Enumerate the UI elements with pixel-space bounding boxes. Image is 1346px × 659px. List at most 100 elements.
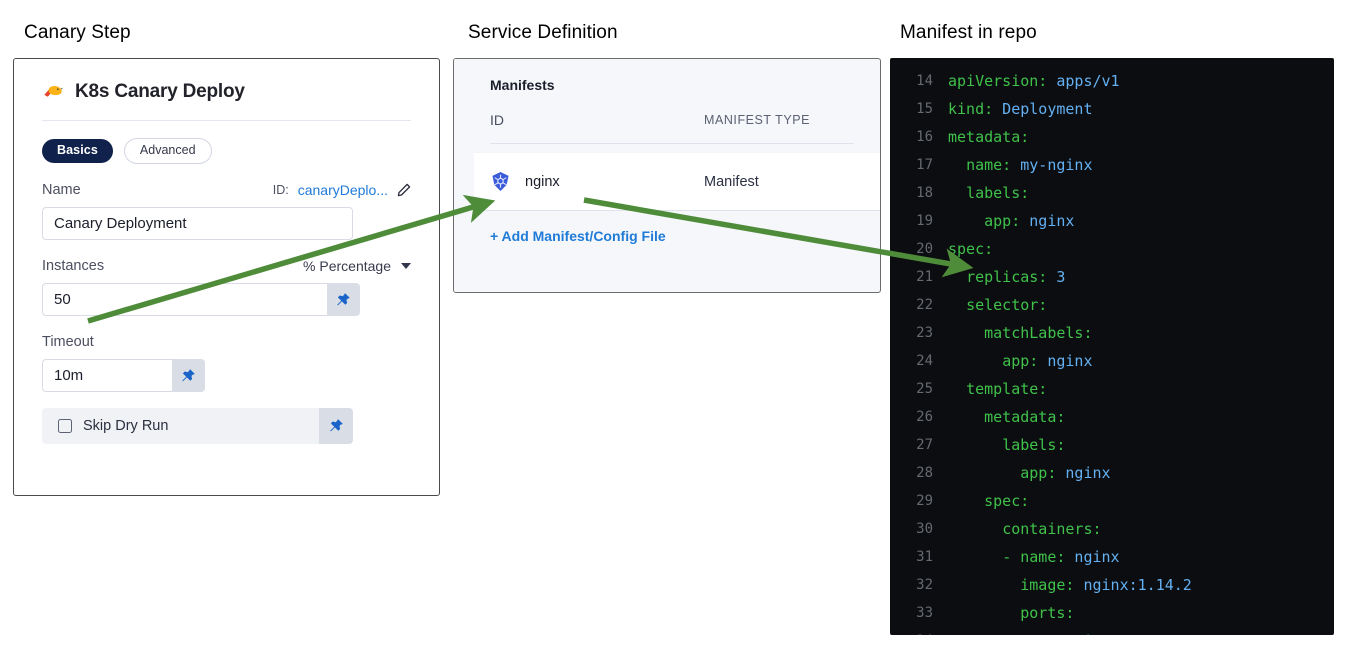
code-line: 33 ports: xyxy=(890,599,1334,627)
code-text: containers: xyxy=(948,515,1102,543)
code-text: app: nginx xyxy=(948,207,1074,235)
column-header-id: ID xyxy=(490,112,504,128)
tab-basics[interactable]: Basics xyxy=(42,139,113,163)
code-indent xyxy=(948,184,966,202)
code-value: nginx xyxy=(1065,548,1120,566)
code-line: 19 app: nginx xyxy=(890,207,1334,235)
code-line: 25 template: xyxy=(890,375,1334,403)
code-line: 30 containers: xyxy=(890,515,1334,543)
instances-input-row: 50 xyxy=(42,282,411,316)
code-line: 32 image: nginx:1.14.2 xyxy=(890,571,1334,599)
pin-icon xyxy=(329,419,343,432)
name-input[interactable]: Canary Deployment xyxy=(42,206,353,240)
identifier-group: ID: canaryDeplo... xyxy=(273,182,411,198)
id-prefix-label: ID: xyxy=(272,182,289,197)
add-manifest-link[interactable]: + Add Manifest/Config File xyxy=(490,228,666,244)
skip-dry-run-control[interactable]: Skip Dry Run xyxy=(42,418,319,434)
code-value: 3 xyxy=(1047,268,1066,286)
code-indent xyxy=(948,604,1020,622)
timeout-input-row: 10m xyxy=(42,358,411,392)
line-number: 15 xyxy=(916,101,933,117)
line-number: 32 xyxy=(916,577,933,593)
tab-group: Basics Advanced xyxy=(42,138,411,164)
manifest-type-cell: Manifest xyxy=(704,173,759,190)
pencil-icon[interactable] xyxy=(397,183,411,197)
code-value: nginx xyxy=(1056,464,1111,482)
code-value: Deployment xyxy=(993,100,1093,118)
code-value: nginx xyxy=(1020,212,1075,230)
instances-unit-dropdown[interactable]: % Percentage xyxy=(303,258,411,274)
code-line: 31 - name: nginx xyxy=(890,543,1334,571)
skip-dry-run-checkbox[interactable] xyxy=(58,418,72,433)
line-number: 21 xyxy=(916,269,933,285)
code-indent xyxy=(948,632,1020,635)
table-header-divider xyxy=(490,143,854,144)
instances-input[interactable]: 50 xyxy=(42,282,327,316)
step-header: K8s Canary Deploy xyxy=(42,81,411,103)
line-number: 14 xyxy=(916,73,933,89)
code-indent xyxy=(948,212,984,230)
line-number: 31 xyxy=(916,549,933,565)
line-number: 22 xyxy=(916,297,933,313)
service-left-gutter xyxy=(454,59,474,292)
code-line: 23 matchLabels: xyxy=(890,319,1334,347)
instances-label-row: Instances % Percentage xyxy=(42,254,411,278)
code-indent xyxy=(948,156,966,174)
line-number: 29 xyxy=(916,493,933,509)
code-text: labels: xyxy=(948,431,1065,459)
manifest-id-text: nginx xyxy=(525,173,560,190)
code-indent xyxy=(948,492,984,510)
skip-dry-run-pin-button[interactable] xyxy=(319,407,353,444)
line-number: 30 xyxy=(916,521,933,537)
code-value: nginx xyxy=(1038,352,1093,370)
code-value: 80 xyxy=(1165,632,1192,635)
instances-unit-label: % Percentage xyxy=(303,257,391,274)
code-text: replicas: 3 xyxy=(948,263,1065,291)
code-key: apiVersion: xyxy=(948,72,1048,90)
chevron-down-icon xyxy=(401,262,411,269)
code-text: image: nginx:1.14.2 xyxy=(948,571,1192,599)
code-value: apps/v1 xyxy=(1047,72,1120,90)
manifest-id-cell: nginx xyxy=(490,171,704,192)
line-number: 19 xyxy=(916,213,933,229)
skip-dry-run-row[interactable]: Skip Dry Run xyxy=(42,407,353,444)
code-text: selector: xyxy=(948,291,1047,319)
code-key: - containerPort: xyxy=(1020,632,1165,635)
code-indent xyxy=(948,324,984,342)
code-key: - name: xyxy=(1002,548,1066,566)
timeout-input[interactable]: 10m xyxy=(42,358,172,392)
name-field-group: Name ID: canaryDeplo... Canary Deploymen… xyxy=(42,178,411,240)
code-text: name: my-nginx xyxy=(948,151,1092,179)
code-text: - containerPort: 80 xyxy=(948,627,1192,635)
line-number: 20 xyxy=(916,241,933,257)
id-value: canaryDeplo... xyxy=(297,181,388,198)
instances-field-group: Instances % Percentage 50 xyxy=(42,254,411,316)
code-indent xyxy=(948,296,966,314)
code-key: matchLabels: xyxy=(984,324,1093,342)
caption-canary-step: Canary Step xyxy=(24,22,131,43)
timeout-pin-button[interactable] xyxy=(172,358,205,392)
code-key: containers: xyxy=(1002,520,1102,538)
code-indent xyxy=(948,576,1020,594)
code-text: app: nginx xyxy=(948,459,1111,487)
code-key: template: xyxy=(966,380,1048,398)
caption-service-definition: Service Definition xyxy=(468,22,618,43)
table-row[interactable]: nginx Manifest xyxy=(454,152,880,211)
code-line: 21 replicas: 3 xyxy=(890,263,1334,291)
code-line: 24 app: nginx xyxy=(890,347,1334,375)
pin-icon xyxy=(182,368,195,381)
instances-pin-button[interactable] xyxy=(327,282,360,316)
kubernetes-icon xyxy=(492,171,509,192)
harness-bird-icon xyxy=(44,86,63,97)
code-line: 28 app: nginx xyxy=(890,459,1334,487)
instances-label: Instances xyxy=(42,257,105,274)
code-key: name: xyxy=(966,156,1012,174)
tab-advanced[interactable]: Advanced xyxy=(123,138,212,164)
code-indent xyxy=(948,548,1002,566)
code-indent xyxy=(948,520,1002,538)
service-definition-card: Manifests ID MANIFEST TYPE xyxy=(453,58,881,293)
